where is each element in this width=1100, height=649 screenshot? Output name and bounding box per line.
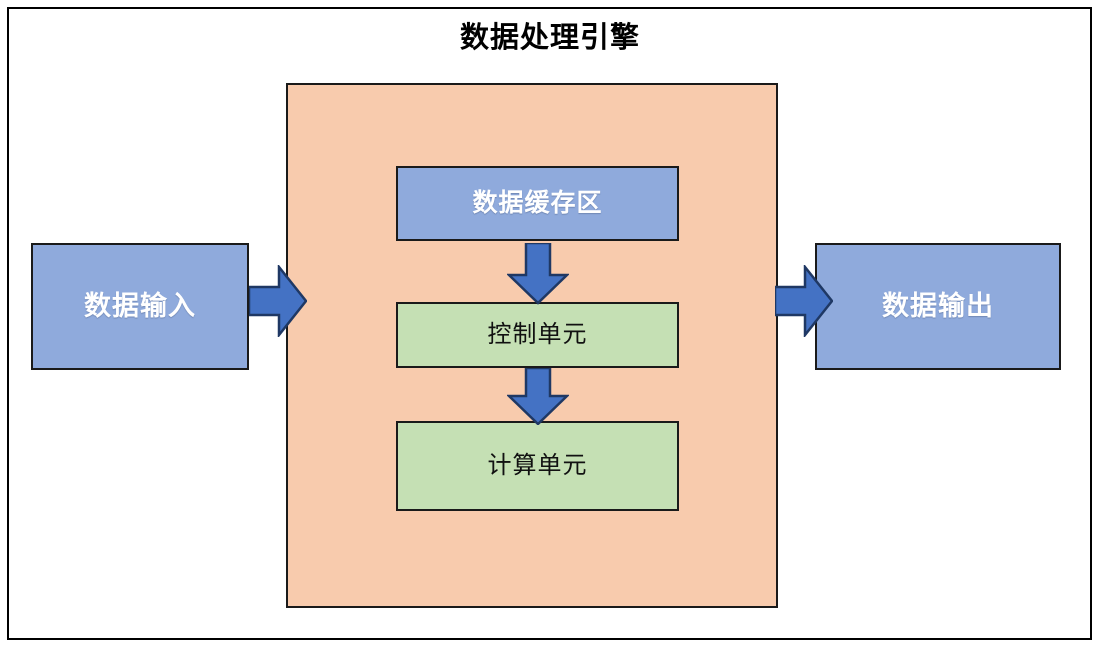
page-title: 数据处理引擎 xyxy=(459,20,640,54)
arrow-right-input-to-engine xyxy=(249,265,307,337)
arrow-down-cache-to-control xyxy=(507,243,569,305)
node-data-input-label: 数据输入 xyxy=(84,290,196,322)
node-compute-unit[interactable]: 计算单元 xyxy=(396,421,679,511)
node-data-cache-label: 数据缓存区 xyxy=(472,188,603,218)
node-compute-unit-label: 计算单元 xyxy=(487,451,588,480)
node-data-cache[interactable]: 数据缓存区 xyxy=(396,166,679,241)
node-data-output-label: 数据输出 xyxy=(882,290,994,322)
node-control-unit[interactable]: 控制单元 xyxy=(396,302,679,368)
arrow-right-engine-to-output xyxy=(775,265,833,337)
node-data-output[interactable]: 数据输出 xyxy=(815,243,1061,370)
arrow-down-control-to-compute xyxy=(507,368,569,425)
node-data-input[interactable]: 数据输入 xyxy=(31,243,249,370)
node-control-unit-label: 控制单元 xyxy=(487,320,588,349)
